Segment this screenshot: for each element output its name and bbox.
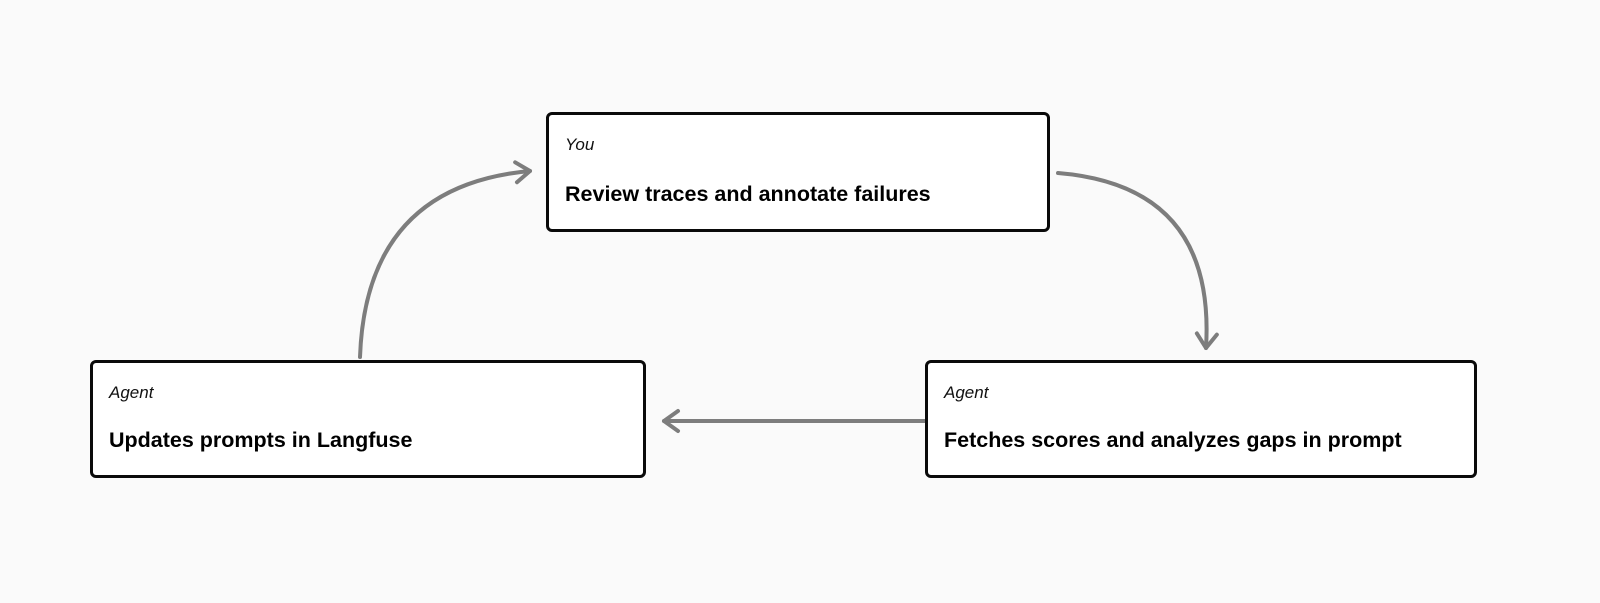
node-title: Fetches scores and analyzes gaps in prom…: [944, 428, 1402, 452]
node-updates-prompts: Agent Updates prompts in Langfuse: [90, 360, 646, 478]
node-role-label: Agent: [109, 383, 154, 402]
node-fetches-scores: Agent Fetches scores and analyzes gaps i…: [925, 360, 1477, 478]
arrow-review-to-fetch-icon: [1056, 171, 1219, 350]
node-title: Updates prompts in Langfuse: [109, 428, 413, 452]
node-title: Review traces and annotate failures: [565, 182, 931, 206]
node-role-label: You: [565, 135, 595, 154]
node-review-traces: You Review traces and annotate failures: [546, 112, 1050, 232]
arrow-update-to-review-icon: [358, 160, 532, 359]
node-role-label: Agent: [944, 383, 989, 402]
